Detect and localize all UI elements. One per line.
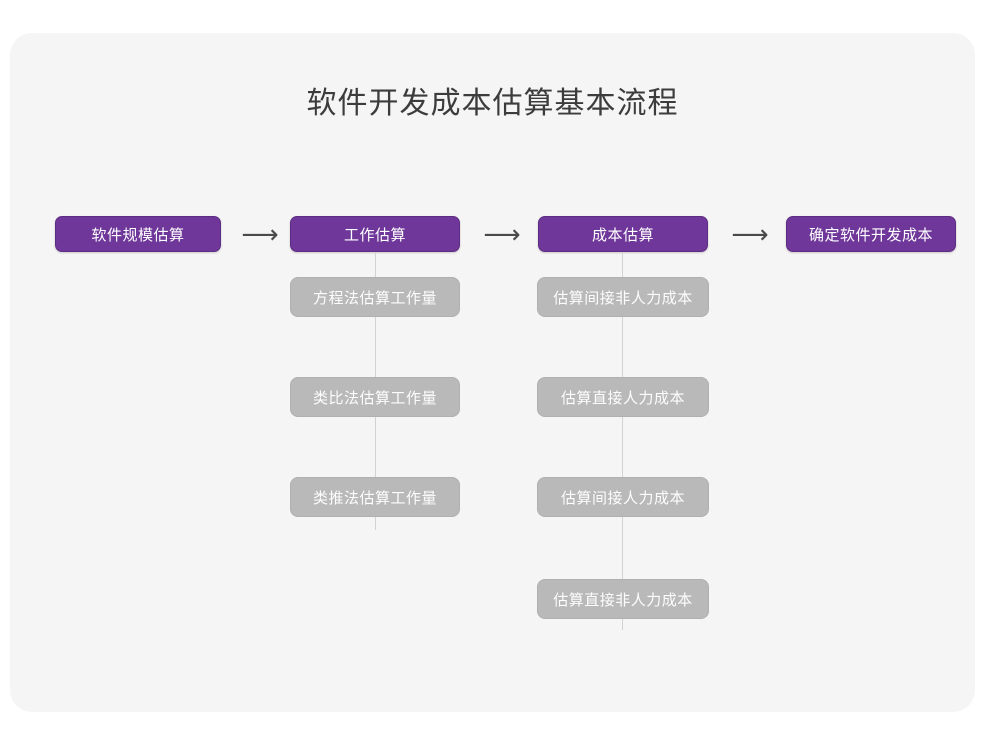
flow-node-label: 确定软件开发成本 (808, 226, 933, 244)
diagram-card: 软件开发成本估算基本流程 软件规模估算 ⟶ 工作估算 ⟶ 成本估算 ⟶ 确定软件… (10, 33, 975, 712)
flow-node-step-2[interactable]: 工作估算 (290, 216, 460, 252)
branch-left-item-1[interactable]: 方程法估算工作量 (290, 277, 460, 317)
flow-node-label: 工作估算 (343, 226, 406, 244)
flow-arrow-3-icon: ⟶ (731, 219, 769, 249)
branch-item-label: 类推法估算工作量 (312, 489, 437, 507)
branch-right-item-4[interactable]: 估算直接非人力成本 (537, 579, 709, 619)
branch-item-label: 估算直接人力成本 (560, 389, 685, 407)
branch-item-label: 估算间接非人力成本 (553, 289, 693, 307)
branch-left-item-2[interactable]: 类比法估算工作量 (290, 377, 460, 417)
branch-right-item-2[interactable]: 估算直接人力成本 (537, 377, 709, 417)
branch-right-item-1[interactable]: 估算间接非人力成本 (537, 277, 709, 317)
branch-item-label: 估算直接非人力成本 (553, 591, 693, 609)
connector-right-branch (622, 252, 623, 630)
page-title: 软件开发成本估算基本流程 (306, 87, 679, 120)
flow-node-step-1[interactable]: 软件规模估算 (55, 216, 221, 252)
flow-node-label: 成本估算 (591, 226, 654, 244)
branch-right-item-3[interactable]: 估算间接人力成本 (537, 477, 709, 517)
branch-item-label: 估算间接人力成本 (560, 489, 685, 507)
flow-node-step-4[interactable]: 确定软件开发成本 (786, 216, 956, 252)
flow-arrow-2-icon: ⟶ (483, 219, 521, 249)
flow-node-step-3[interactable]: 成本估算 (538, 216, 708, 252)
branch-item-label: 方程法估算工作量 (312, 289, 437, 307)
branch-left-item-3[interactable]: 类推法估算工作量 (290, 477, 460, 517)
branch-item-label: 类比法估算工作量 (312, 389, 437, 407)
flow-arrow-1-icon: ⟶ (241, 219, 279, 249)
flow-node-label: 软件规模估算 (91, 226, 185, 244)
